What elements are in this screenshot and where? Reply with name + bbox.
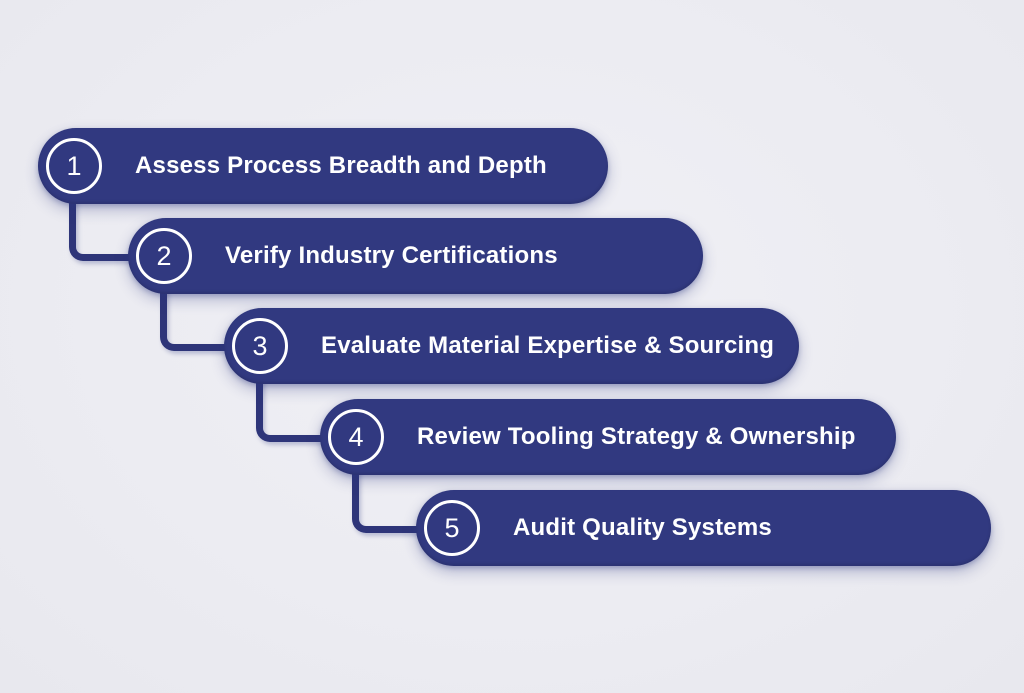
step-label: Audit Quality Systems bbox=[513, 514, 772, 541]
step-number-badge: 4 bbox=[328, 409, 384, 465]
step-pill-4: 4 Review Tooling Strategy & Ownership bbox=[320, 399, 896, 475]
step-label: Evaluate Material Expertise & Sourcing bbox=[321, 332, 775, 359]
step-number-badge: 5 bbox=[424, 500, 480, 556]
step-pill-5: 5 Audit Quality Systems bbox=[416, 490, 991, 566]
step-pill-2: 2 Verify Industry Certifications bbox=[128, 218, 703, 294]
connector-elbow-1-2 bbox=[69, 198, 129, 261]
step-pill-3: 3 Evaluate Material Expertise & Sourcing bbox=[224, 308, 799, 384]
connector-elbow-4-5 bbox=[352, 469, 417, 533]
step-number-badge: 1 bbox=[46, 138, 102, 194]
connector-elbow-2-3 bbox=[160, 288, 225, 351]
step-number-badge: 3 bbox=[232, 318, 288, 374]
step-label: Review Tooling Strategy & Ownership bbox=[417, 423, 856, 450]
step-pill-1: 1 Assess Process Breadth and Depth bbox=[38, 128, 608, 204]
connector-elbow-3-4 bbox=[256, 378, 321, 442]
step-label: Assess Process Breadth and Depth bbox=[135, 152, 547, 179]
step-number-badge: 2 bbox=[136, 228, 192, 284]
step-label: Verify Industry Certifications bbox=[225, 242, 558, 269]
